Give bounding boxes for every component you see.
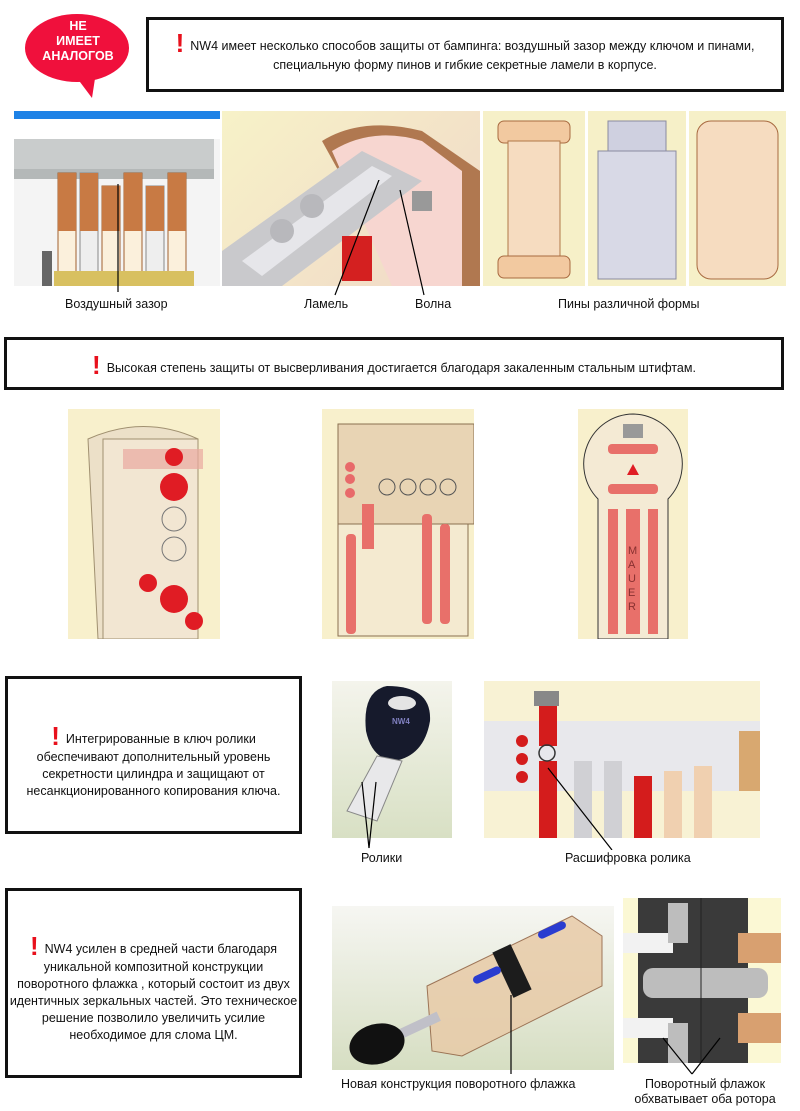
lamella-image xyxy=(222,111,480,286)
exclamation-icon: ! xyxy=(92,350,101,380)
note-text: уникальной композитной конструкции xyxy=(43,960,264,974)
anti-bumping-note: ! NW4 имеет несколько способов защиты от … xyxy=(146,17,784,92)
caption-lamella: Ламель xyxy=(304,297,349,311)
caption-wave: Волна xyxy=(415,297,452,311)
note-text: NW4 имеет несколько способов защиты от б… xyxy=(190,39,755,53)
exclamation-icon: ! xyxy=(51,721,60,751)
roller-decode-image xyxy=(484,681,760,838)
cylinder-cam-image xyxy=(332,906,614,1070)
pointer-lines xyxy=(361,767,613,850)
pin-shape-1-image xyxy=(483,111,585,286)
caption-pins: Пины различной формы xyxy=(558,297,700,311)
cam-section-image xyxy=(623,898,781,1063)
note-text: NW4 усилен в средней части благодаря xyxy=(44,942,277,956)
note-text: решение позволило увеличить усилие xyxy=(41,1011,266,1025)
note-text: поворотного флажка , который состоит из … xyxy=(17,977,290,991)
caption-line: Поворотный флажок xyxy=(644,1077,766,1091)
note-text: Высокая степень защиты от высверливания … xyxy=(106,361,696,375)
caption-new-cam: Новая конструкция поворотного флажка xyxy=(341,1077,576,1091)
caption-rollers: Ролики xyxy=(361,851,403,865)
mauer-watermark: MAUER xyxy=(628,545,638,613)
caption-roller-decode: Расшифровка ролика xyxy=(565,851,691,865)
drill-protection-side-image xyxy=(68,409,220,639)
exclamation-icon: ! xyxy=(29,931,39,961)
note-text: идентичных зеркальных частей. Это технич… xyxy=(9,994,298,1008)
note-text: обеспечивают дополнительный уровень xyxy=(36,750,271,764)
rollers-note: ! Интегрированные в ключ ролики обеспечив… xyxy=(5,676,302,834)
caption-line: обхватывает оба ротора xyxy=(634,1092,776,1106)
pin-shape-3-image xyxy=(689,111,786,286)
key-brand-label: NW4 xyxy=(392,717,410,726)
badge-line: НЕ xyxy=(69,19,87,33)
badge-text: НЕ ИМЕЕТ АНАЛОГОВ xyxy=(22,14,134,64)
air-gap-image xyxy=(14,111,220,286)
note-text: необходимое для слома ЦМ. xyxy=(69,1028,238,1042)
pointer-lines xyxy=(510,995,721,1075)
key-with-rollers-image: NW4 xyxy=(332,681,452,838)
drill-protection-front-image xyxy=(322,409,474,639)
exclamation-icon: ! xyxy=(175,28,185,58)
pin-shape-2-image xyxy=(588,111,686,286)
badge-line: АНАЛОГОВ xyxy=(42,49,114,63)
badge-line: ИМЕЕТ xyxy=(56,34,100,48)
note-text: Интегрированные в ключ ролики xyxy=(65,732,256,746)
drill-protection-profile-image: MAUER xyxy=(578,409,688,639)
caption-air-gap: Воздушный зазор xyxy=(65,297,168,311)
note-text: несанкционированного копирования ключа. xyxy=(26,784,281,798)
anti-drilling-note: ! Высокая степень защиты от высверливания… xyxy=(4,337,784,390)
cam-note: ! NW4 усилен в средней части благодаря ун… xyxy=(5,888,302,1078)
badge-speech-bubble xyxy=(25,14,129,98)
note-text: специальную форму пинов и гибкие секретн… xyxy=(273,58,657,72)
caption-cam-rotors: Поворотный флажок обхватывает оба ротора xyxy=(625,1077,785,1107)
note-text: секретности цилиндра и защищают от xyxy=(42,767,265,781)
pointer-lines xyxy=(117,180,425,296)
